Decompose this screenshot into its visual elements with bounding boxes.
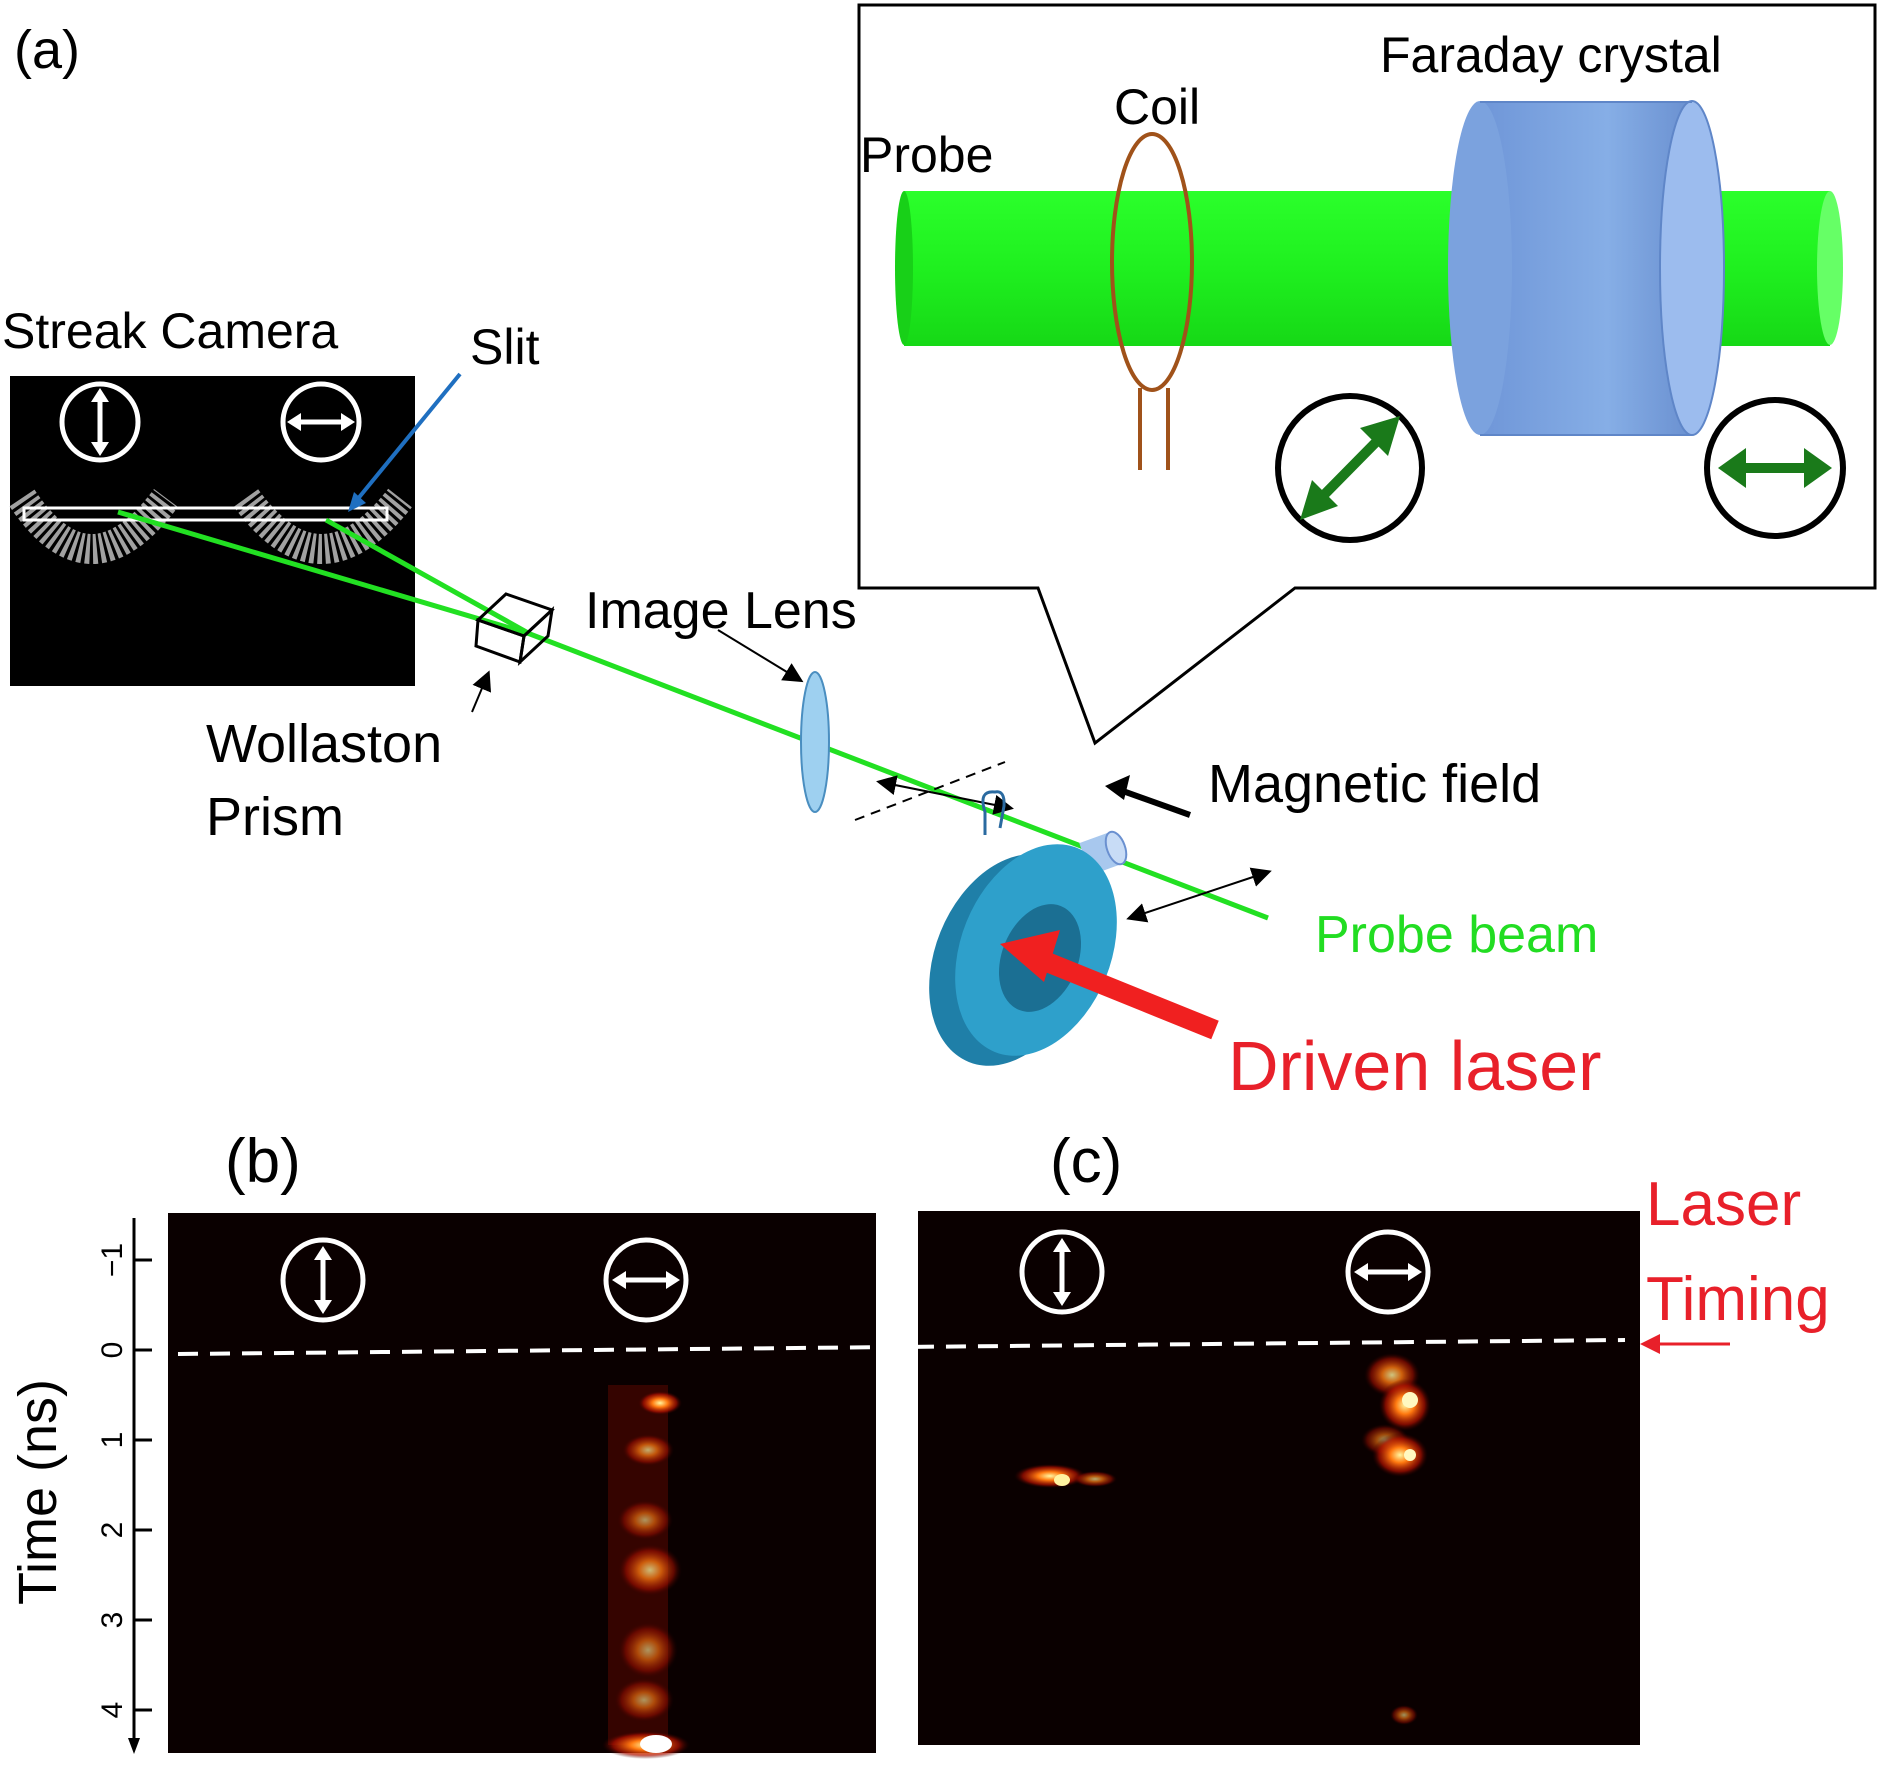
axis-tick-label: 4 [96,1702,129,1719]
driven-laser-label: Driven laser [1228,1027,1601,1105]
faraday-inset: Faraday crystal Coil Probe [857,3,1877,746]
probe-beam-label: Probe beam [1315,906,1598,964]
magnetic-field-arrow [1118,787,1192,818]
streak-camera-label: Streak Camera [2,303,338,359]
probe-label: Probe [860,127,993,183]
axis-tick-label: −1 [96,1243,129,1277]
slit-pointer [350,372,462,508]
panel-c-label: (c) [1050,1127,1122,1196]
axis-tick-label: 0 [96,1342,129,1359]
vertical-polarization-icon [1019,1229,1105,1315]
wollaston-prism-icon [474,592,555,667]
laser-timing-label-line2: Timing [1646,1265,1830,1334]
wollaston-label-line1: Wollaston [206,714,442,774]
horizontal-polarization-icon [1704,397,1846,539]
diagonal-polarization-icon [1275,393,1425,543]
time-axis-label: Time (ns) [8,1379,68,1605]
axis-tick-label: 2 [96,1522,129,1539]
slit-label: Slit [470,319,540,375]
faraday-crystal-icon [1448,100,1725,436]
streak-camera-image [9,376,415,686]
laser-timing-line [177,1338,1626,1356]
streak-image-c [918,1211,1640,1745]
vertical-polarization-icon [280,1237,366,1323]
target-coil-icon [981,790,1006,835]
faraday-crystal-label: Faraday crystal [1380,27,1722,83]
driven-laser-arrow [1000,930,1219,1040]
coil-label: Coil [1114,79,1200,135]
panel-b-label: (b) [225,1127,301,1196]
laser-timing-label-line1: Laser [1646,1170,1801,1239]
slit-box [22,506,389,522]
time-axis: −1 0 1 2 3 4 [96,1218,152,1754]
horizontal-polarization-icon [1345,1229,1431,1315]
coil-icon [1110,132,1194,392]
horizontal-polarization-icon [603,1237,689,1323]
image-lens-label: Image Lens [585,582,857,640]
inset-probe-beam [904,191,1464,346]
magnetic-field-label: Magnetic field [1208,754,1541,814]
axis-tick-label: 3 [96,1612,129,1629]
streak-image-b [168,1213,876,1759]
wollaston-label-line2: Prism [206,787,344,847]
panel-a-label: (a) [14,20,80,80]
image-lens-icon [800,671,830,813]
axis-tick-label: 1 [96,1432,129,1449]
